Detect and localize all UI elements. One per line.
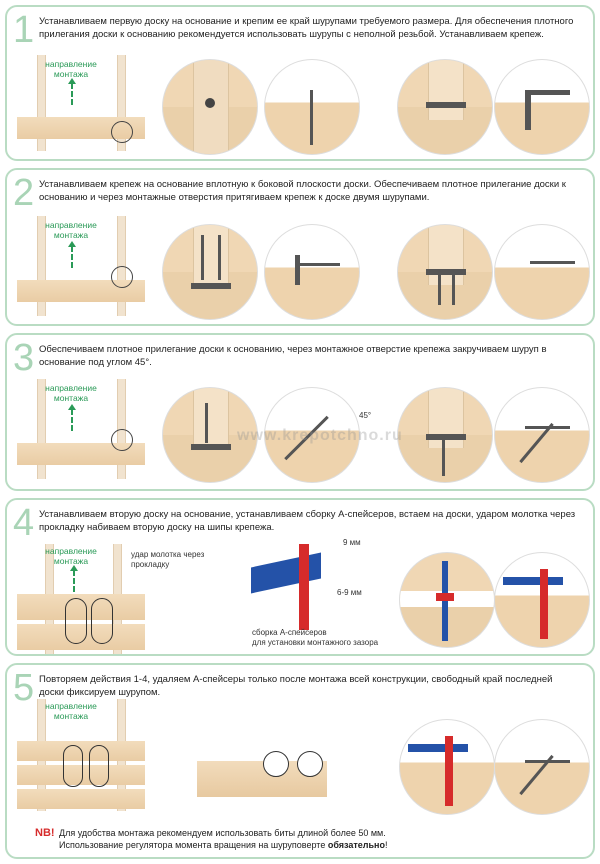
step-2-panel: 2 Устанавливаем крепеж на основание впло… [5,168,595,326]
note-line-1: Для удобства монтажа рекомендуем использ… [59,828,386,838]
step-number: 2 [13,172,35,214]
detail-circle-screw-side [264,59,360,155]
direction-label: направление [45,383,97,393]
nb-note: NB! Для удобства монтажа рекомендуем исп… [35,827,388,851]
spacer-caption-2: для установки монтажного зазора [252,638,379,647]
dimension-6-9mm: 6-9 мм [337,588,362,597]
detail-circle-final-screw [494,719,590,815]
spacer-illustration [251,542,351,632]
direction-label-2: монтажа [53,69,89,79]
step-number: 3 [13,337,35,379]
direction-label: направление [45,59,97,69]
dimension-9mm: 9 мм [343,538,361,547]
step-4-panel: 4 Устанавливаем вторую доску на основани… [5,498,595,656]
hammer-note: удар молотка через прокладку [131,550,205,569]
step-text: Устанавливаем первую доску на основание … [39,16,574,40]
detail-circle-clip-front [397,387,493,483]
detail-circle-screw-side [494,224,590,320]
detail-circle-screw-top [162,59,258,155]
detail-circle-clip-front [397,59,493,155]
note-line-2: Использование регулятора момента вращени… [59,840,328,850]
direction-label: направление [45,220,97,230]
direction-label-2: монтажа [53,230,89,240]
detail-circle-clip-front [397,224,493,320]
direction-label-2: монтажа [53,393,89,403]
detail-circle-clip-side [494,59,590,155]
detail-circle-spacer-side [494,552,590,648]
arrow-up-icon [70,565,78,592]
arrow-up-icon [68,241,76,268]
detail-circle-clip-side [264,224,360,320]
step-number: 4 [13,502,35,544]
detail-circle-clip-screws [162,224,258,320]
note-emphasis: обязательно [327,840,385,850]
direction-label: направление [45,546,97,556]
step-text: Устанавливаем крепеж на основание вплотн… [39,179,566,203]
detail-circle-clip-side [494,387,590,483]
detail-circle-spacer-side [399,719,495,815]
angle-label: 45° [359,411,372,420]
direction-label-2: монтажа [53,711,89,721]
detail-circle-small [297,751,323,777]
step-number: 5 [13,667,35,709]
direction-label: направление [45,701,97,711]
step-text: Обеспечиваем плотное прилегание доски к … [39,344,547,368]
detail-circle-angled-screw [264,387,360,483]
step-text: Устанавливаем вторую доску на основание,… [39,509,576,533]
step-1-panel: 1 Устанавливаем первую доску на основани… [5,5,595,161]
nb-mark: NB! [35,827,55,839]
detail-circle-clip-screws [162,387,258,483]
step-3-panel: 3 Обеспечиваем плотное прилегание доски … [5,333,595,491]
step-number: 1 [13,9,35,51]
arrow-up-icon [68,404,76,431]
step-text: Повторяем действия 1-4, удаляем А-спейсе… [39,674,553,698]
direction-label-2: монтажа [53,556,89,566]
watermark: www.krepotchno.ru [237,427,403,444]
step-5-panel: 5 Повторяем действия 1-4, удаляем А-спей… [5,663,595,859]
note-suffix: ! [384,840,388,850]
spacer-caption-1: сборка А-спейсеров [252,628,327,637]
arrow-up-icon [68,78,76,105]
detail-circle-spacer-top [399,552,495,648]
detail-circle-small [263,751,289,777]
